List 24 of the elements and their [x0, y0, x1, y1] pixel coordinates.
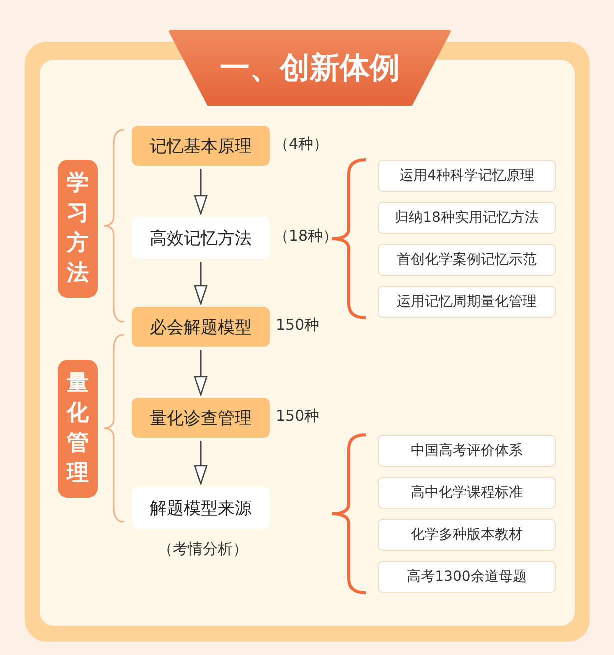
flow-arrow — [194, 441, 208, 485]
note-box: 中国高考评价体系 — [378, 435, 556, 467]
note-box: 首创化学案例记忆示范 — [378, 244, 556, 276]
annotation-text: （考情分析） — [158, 540, 248, 559]
step-box: 高效记忆方法 — [132, 217, 270, 259]
annotation-text: （18种） — [274, 227, 338, 246]
step-box: 记忆基本原理 — [132, 126, 270, 166]
note-box: 运用记忆周期量化管理 — [378, 286, 556, 318]
step-box: 解题模型来源 — [132, 487, 270, 529]
note-box: 运用4种科学记忆原理 — [378, 160, 556, 192]
note-box: 高中化学课程标准 — [378, 477, 556, 509]
category-tag: 量化管理 — [58, 360, 98, 498]
annotation-text: 150种 — [276, 316, 320, 335]
category-tag: 学习方法 — [58, 160, 98, 298]
flow-arrow — [194, 262, 208, 305]
note-box: 高考1300余道母题 — [378, 561, 556, 593]
step-box: 量化诊查管理 — [132, 398, 270, 438]
flow-arrow — [194, 169, 208, 215]
note-box: 化学多种版本教材 — [378, 519, 556, 551]
step-box: 必会解题模型 — [132, 307, 270, 347]
annotation-text: 150种 — [276, 407, 320, 426]
annotation-text: （4种） — [274, 135, 329, 154]
flow-arrow — [194, 350, 208, 396]
note-box: 归纳18种实用记忆方法 — [378, 202, 556, 234]
